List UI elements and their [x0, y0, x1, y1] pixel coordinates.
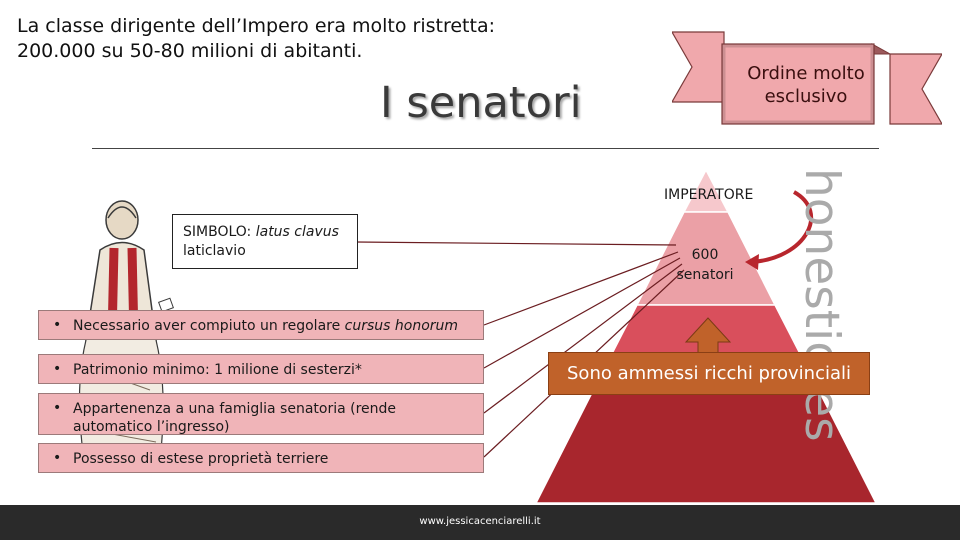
symbol-callout: SIMBOLO: latus clavus laticlavio [172, 214, 358, 269]
divider [92, 148, 879, 149]
up-arrow-icon [684, 317, 732, 357]
senatori-count: 600 [691, 247, 719, 263]
pyramid-top-label: IMPERATORE [664, 187, 754, 203]
banner-line-1: Ordine molto [747, 63, 865, 84]
page-title: I senatori [380, 78, 582, 128]
intro-line-1: La classe dirigente dell’Impero era molt… [17, 15, 496, 37]
banner-text: Ordine molto esclusivo [728, 62, 884, 108]
ribbon-banner [672, 31, 942, 125]
footer-bar [0, 505, 960, 540]
intro-text: La classe dirigente dell’Impero era molt… [17, 14, 537, 64]
curved-arrow-head [745, 254, 759, 270]
provinciali-box: Sono ammessi ricchi provinciali [548, 352, 870, 395]
requirement-item: Appartenenza a una famiglia senatoria (r… [38, 393, 484, 435]
curved-arrow-icon [751, 190, 814, 264]
callout-line-2: laticlavio [183, 243, 246, 259]
senatori-word: senatori [676, 267, 734, 283]
connector-lines [355, 241, 685, 458]
senatori-label: 600 senatori [666, 245, 744, 285]
requirement-item: Patrimonio minimo: 1 milione di sesterzi… [38, 354, 484, 384]
requirement-item: Necessario aver compiuto un regolare cur… [38, 310, 484, 340]
banner-line-2: esclusivo [764, 86, 848, 107]
footer-link[interactable]: www.jessicacenciarelli.it [419, 516, 541, 527]
intro-line-2: 200.000 su 50-80 milioni di abitanti. [17, 40, 363, 62]
requirement-item: Possesso di estese proprietà terriere [38, 443, 484, 473]
honestiores-word: honestiores [794, 168, 849, 442]
callout-prefix: SIMBOLO: [183, 224, 256, 240]
callout-latin: latus clavus [255, 224, 339, 240]
